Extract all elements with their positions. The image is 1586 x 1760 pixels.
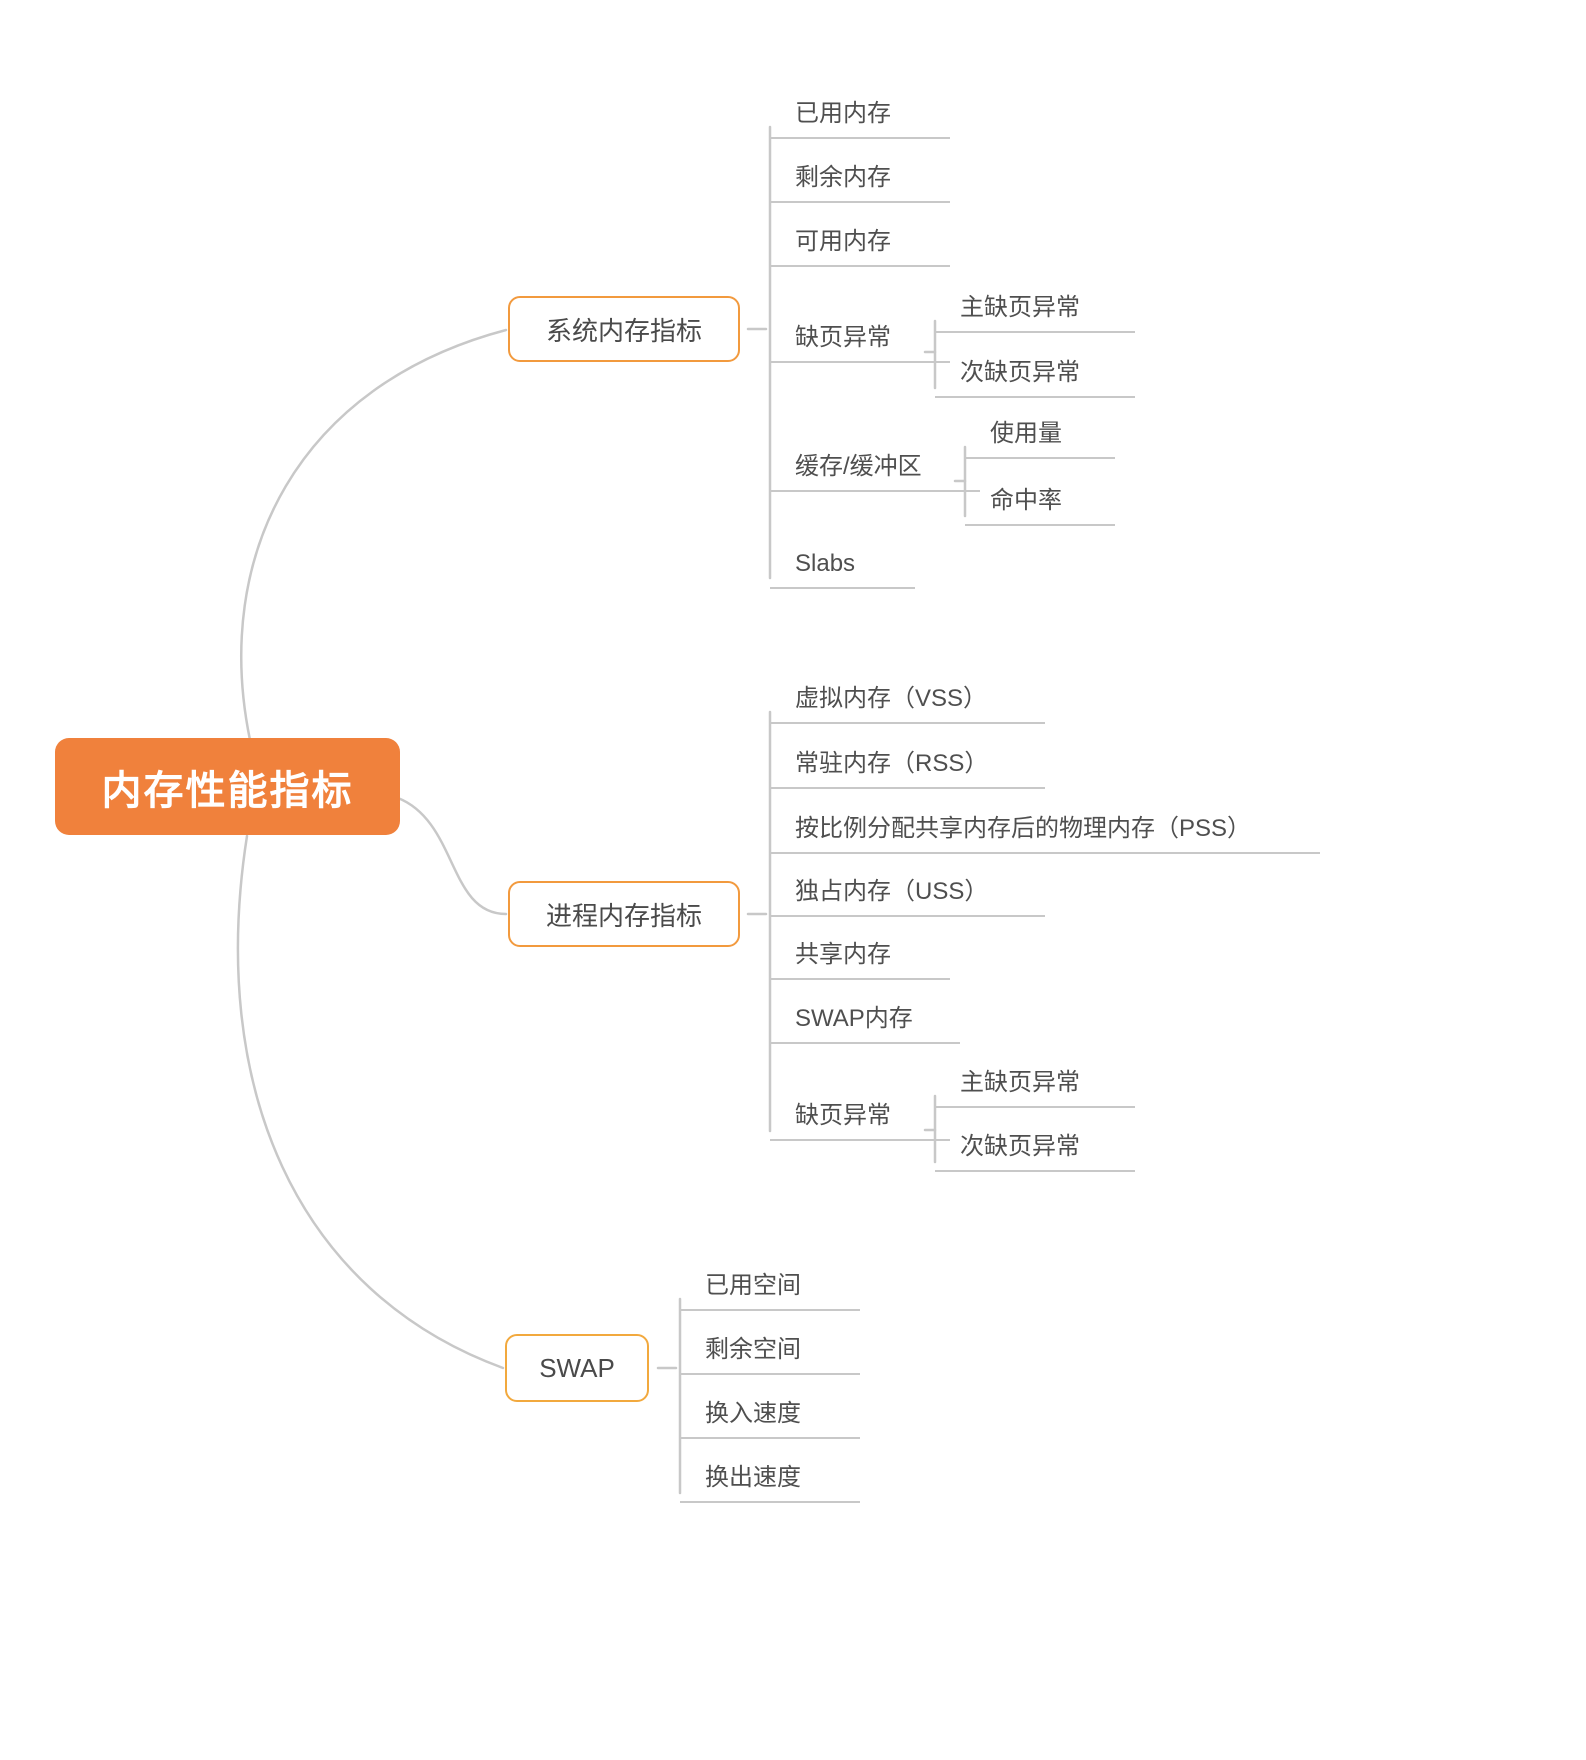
leaf-vss[interactable]: 虚拟内存（VSS） (770, 673, 1045, 724)
branch-process-memory[interactable]: 进程内存指标 (508, 881, 740, 947)
curve-root-to-branch-swap (236, 834, 505, 1370)
leaf-cache-usage[interactable]: 使用量 (965, 408, 1115, 459)
leaf-system-page-fault[interactable]: 缺页异常 (770, 312, 950, 363)
root-node-memory-performance[interactable]: 内存性能指标 (55, 738, 400, 835)
leaf-slabs[interactable]: Slabs (770, 538, 915, 589)
leaf-system-minor-page-fault[interactable]: 次缺页异常 (935, 347, 1135, 398)
leaf-process-major-page-fault[interactable]: 主缺页异常 (935, 1057, 1135, 1108)
leaf-cache-hit-rate[interactable]: 命中率 (965, 475, 1115, 526)
curve-root-to-branch-process (396, 796, 508, 916)
leaf-cache-buffer[interactable]: 缓存/缓冲区 (770, 441, 980, 492)
leaf-swap-out-speed[interactable]: 换出速度 (680, 1452, 860, 1503)
leaf-free-memory[interactable]: 剩余内存 (770, 152, 950, 203)
leaf-swap-used-space[interactable]: 已用空间 (680, 1260, 860, 1311)
branch-system-memory[interactable]: 系统内存指标 (508, 296, 740, 362)
leaf-swap-memory[interactable]: SWAP内存 (770, 993, 960, 1044)
branch-swap[interactable]: SWAP (505, 1334, 649, 1402)
leaf-uss[interactable]: 独占内存（USS） (770, 866, 1045, 917)
leaf-used-memory[interactable]: 已用内存 (770, 88, 950, 139)
leaf-process-page-fault[interactable]: 缺页异常 (770, 1090, 950, 1141)
curve-root-to-branch-system (240, 328, 508, 742)
leaf-shared-memory[interactable]: 共享内存 (770, 929, 950, 980)
leaf-swap-free-space[interactable]: 剩余空间 (680, 1324, 860, 1375)
leaf-pss[interactable]: 按比例分配共享内存后的物理内存（PSS） (770, 803, 1320, 854)
leaf-rss[interactable]: 常驻内存（RSS） (770, 738, 1045, 789)
leaf-system-major-page-fault[interactable]: 主缺页异常 (935, 282, 1135, 333)
leaf-available-memory[interactable]: 可用内存 (770, 216, 950, 267)
leaf-swap-in-speed[interactable]: 换入速度 (680, 1388, 860, 1439)
leaf-process-minor-page-fault[interactable]: 次缺页异常 (935, 1121, 1135, 1172)
